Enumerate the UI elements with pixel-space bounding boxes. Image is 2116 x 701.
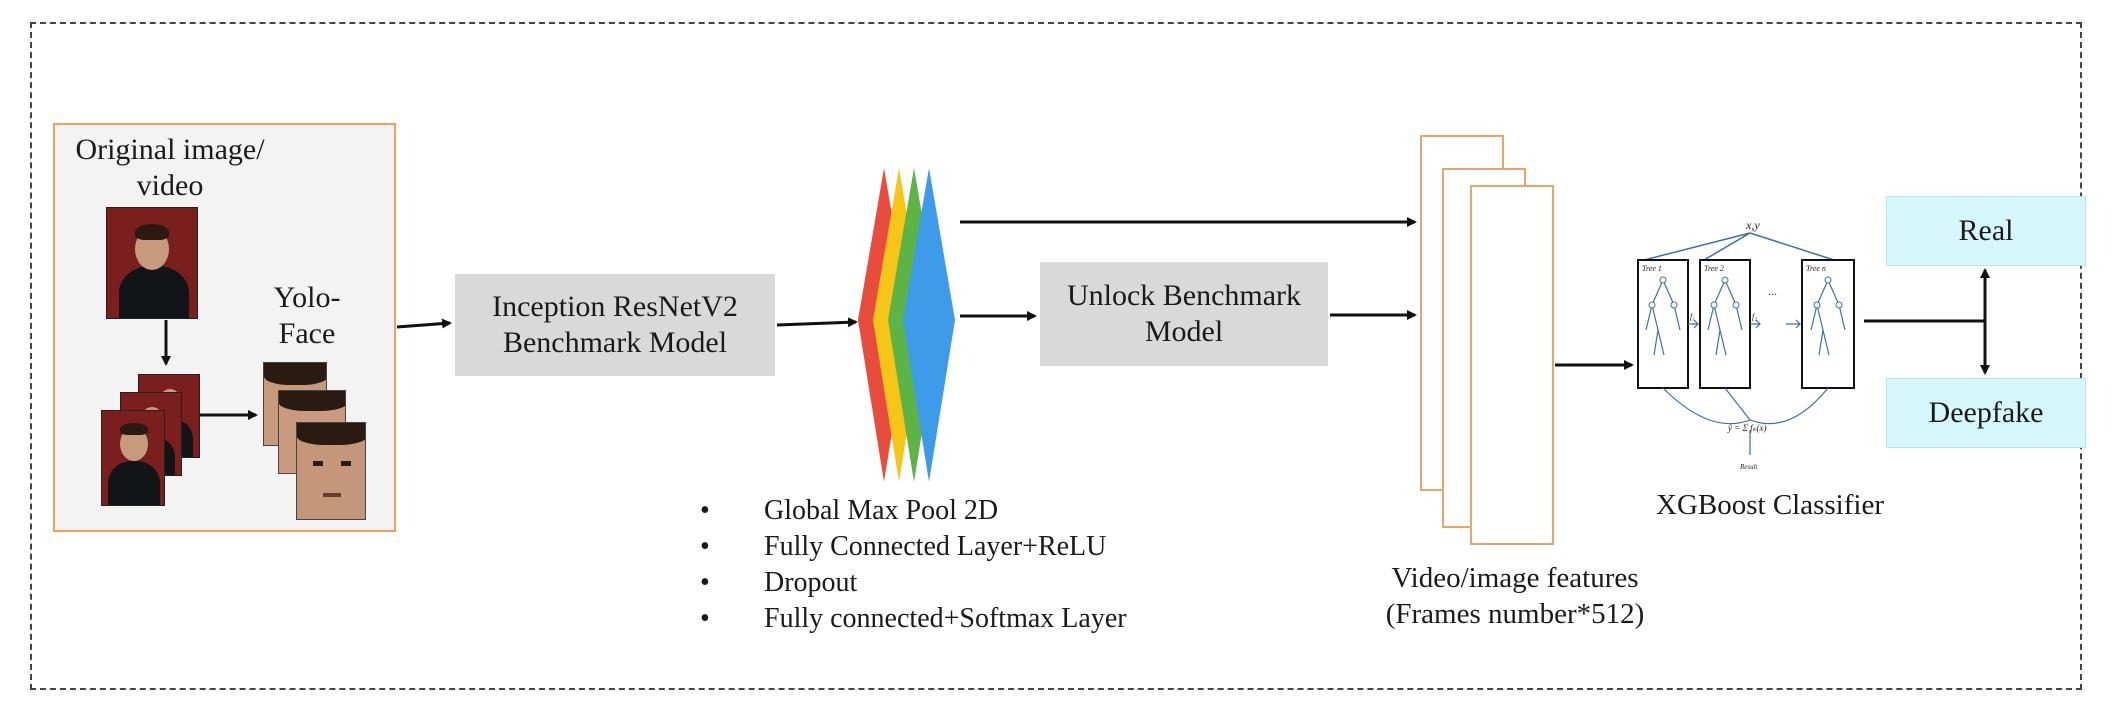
tree-link-label: f₂ xyxy=(1752,312,1757,321)
layer-item: Fully Connected Layer+ReLU xyxy=(700,529,1127,565)
diagram-frame xyxy=(30,22,2082,690)
input-label: Original image/ video xyxy=(75,133,265,202)
layer-item: Dropout xyxy=(700,565,1127,601)
yolo-face-label: Yolo-Face xyxy=(273,281,341,350)
tree-label: Tree n xyxy=(1806,264,1826,273)
xgboost-trees-icon: x,y Tree 1 Tree 2 Tree n f₁ f₂ ... ŷ = Σ… xyxy=(1637,218,1855,471)
person-photo-icon xyxy=(106,207,198,319)
tree-ellipsis: ... xyxy=(1768,284,1777,298)
unlock-model-box: Unlock Benchmark Model xyxy=(1040,262,1328,366)
features-label: Video/image features (Frames number*512) xyxy=(1385,562,1645,630)
layer-item: Global Max Pool 2D xyxy=(700,493,1127,529)
tree-root-label: x,y xyxy=(1745,218,1760,232)
tree-result-label: Result xyxy=(1739,463,1759,471)
tree-label: Tree 2 xyxy=(1704,264,1724,273)
xgboost-label: XGBoost Classifier xyxy=(1656,489,1884,521)
layer-blue xyxy=(903,168,955,482)
real-output-box: Real xyxy=(1886,196,2086,266)
face-crop-icon xyxy=(296,422,366,520)
frame-icon xyxy=(101,410,165,506)
deepfake-output-box: Deepfake xyxy=(1886,378,2086,448)
feature-map-front xyxy=(1470,185,1554,545)
tree-label: Tree 1 xyxy=(1642,264,1662,273)
layer-stack-icon xyxy=(858,168,955,482)
inception-resnetv2-box: Inception ResNetV2 Benchmark Model xyxy=(455,274,775,376)
layer-item: Fully connected+Softmax Layer xyxy=(700,601,1127,637)
tree-link-label: f₁ xyxy=(1690,312,1695,321)
tree-formula: ŷ = Σ fₖ(x) xyxy=(1727,423,1767,433)
layer-list: Global Max Pool 2D Fully Connected Layer… xyxy=(700,493,1127,637)
